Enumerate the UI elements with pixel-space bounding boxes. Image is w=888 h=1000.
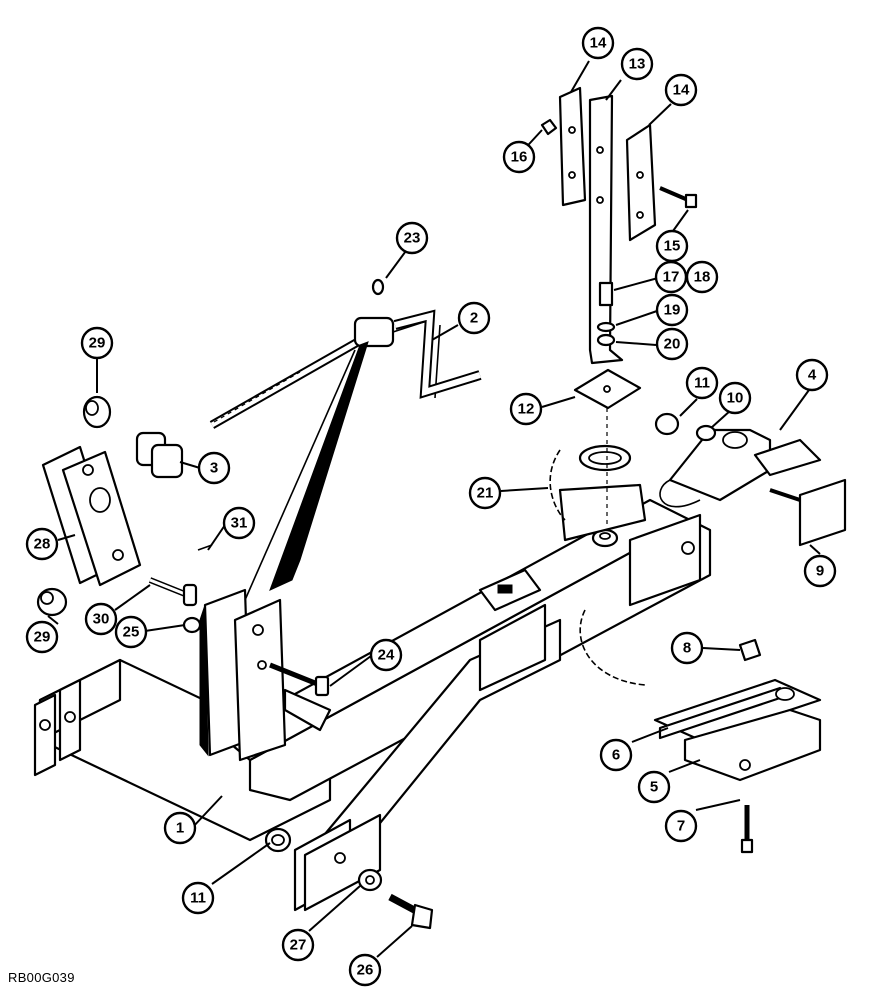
tongue-clevis — [654, 412, 847, 547]
callout-14-right: 14 — [664, 73, 698, 107]
callout-10: 10 — [718, 381, 752, 415]
callout-21: 21 — [468, 476, 502, 510]
svg-text:9: 9 — [816, 563, 824, 580]
svg-text:17: 17 — [663, 269, 680, 286]
callout-18: 18 — [685, 260, 719, 294]
svg-text:7: 7 — [677, 818, 685, 835]
callout-6: 6 — [599, 738, 633, 772]
callout-17: 17 — [654, 260, 688, 294]
bolt-24 — [269, 662, 330, 697]
svg-text:28: 28 — [34, 536, 51, 553]
callout-12: 12 — [509, 392, 543, 426]
figure-code: RB00G039 — [8, 970, 75, 985]
swivel-hitch — [653, 638, 822, 854]
callout-16: 16 — [502, 140, 536, 174]
callout-2: 2 — [457, 301, 491, 335]
leader-lines — [47, 60, 821, 958]
callout-24: 24 — [369, 638, 403, 672]
svg-text:11: 11 — [190, 890, 206, 907]
svg-text:13: 13 — [629, 56, 646, 73]
callout-11-upper: 11 — [685, 366, 719, 400]
svg-text:20: 20 — [664, 336, 681, 353]
callout-13: 13 — [620, 47, 654, 81]
svg-text:15: 15 — [664, 238, 681, 255]
svg-text:4: 4 — [808, 367, 817, 384]
svg-text:16: 16 — [511, 149, 528, 166]
svg-text:19: 19 — [664, 302, 681, 319]
svg-text:3: 3 — [210, 460, 218, 477]
callout-27: 27 — [281, 928, 315, 962]
pad-block — [135, 431, 184, 479]
callout-26: 26 — [348, 953, 382, 987]
svg-text:30: 30 — [93, 611, 110, 628]
callout-29-lower: 29 — [25, 620, 59, 654]
svg-text:12: 12 — [518, 401, 535, 418]
jack-crank — [209, 278, 482, 601]
svg-text:27: 27 — [290, 937, 307, 954]
callout-14-left: 14 — [581, 26, 615, 60]
svg-text:6: 6 — [612, 747, 620, 764]
callout-8: 8 — [670, 631, 704, 665]
svg-text:5: 5 — [650, 779, 658, 796]
callout-1: 1 — [163, 811, 197, 845]
callout-23: 23 — [395, 221, 429, 255]
callout-11-lower: 11 — [181, 881, 215, 915]
callout-20: 20 — [655, 327, 689, 361]
callout-4: 4 — [795, 358, 829, 392]
jack-stand — [540, 86, 698, 525]
svg-text:24: 24 — [378, 647, 395, 664]
svg-text:25: 25 — [123, 624, 140, 641]
callout-30: 30 — [84, 602, 118, 636]
svg-text:8: 8 — [683, 640, 691, 657]
svg-text:2: 2 — [470, 310, 478, 327]
svg-text:18: 18 — [694, 269, 711, 286]
svg-text:1: 1 — [176, 820, 184, 837]
callout-25: 25 — [114, 615, 148, 649]
svg-text:14: 14 — [673, 82, 690, 99]
callout-9: 9 — [803, 554, 837, 588]
drawbar-frame — [33, 483, 712, 912]
plates-and-bushings — [36, 395, 213, 634]
callout-29-upper: 29 — [80, 326, 114, 360]
callout-31: 31 — [222, 506, 256, 540]
jack-bracket — [199, 588, 332, 762]
svg-text:29: 29 — [34, 629, 51, 646]
callout-7: 7 — [664, 809, 698, 843]
svg-text:31: 31 — [231, 515, 248, 532]
callouts: 1 2 3 4 5 6 7 8 9 10 11 11 12 13 14 14 1… — [25, 26, 837, 987]
svg-text:14: 14 — [590, 35, 607, 52]
callout-3: 3 — [197, 451, 231, 485]
svg-text:29: 29 — [89, 335, 106, 352]
svg-text:26: 26 — [357, 962, 374, 979]
callout-19: 19 — [655, 293, 689, 327]
svg-text:11: 11 — [694, 375, 710, 392]
svg-text:10: 10 — [727, 390, 744, 407]
callout-28: 28 — [25, 527, 59, 561]
safety-chain — [549, 444, 646, 686]
front-hardware — [264, 827, 434, 930]
callout-15: 15 — [655, 229, 689, 263]
svg-text:23: 23 — [404, 230, 421, 247]
callout-5: 5 — [637, 770, 671, 804]
svg-text:21: 21 — [477, 485, 494, 502]
